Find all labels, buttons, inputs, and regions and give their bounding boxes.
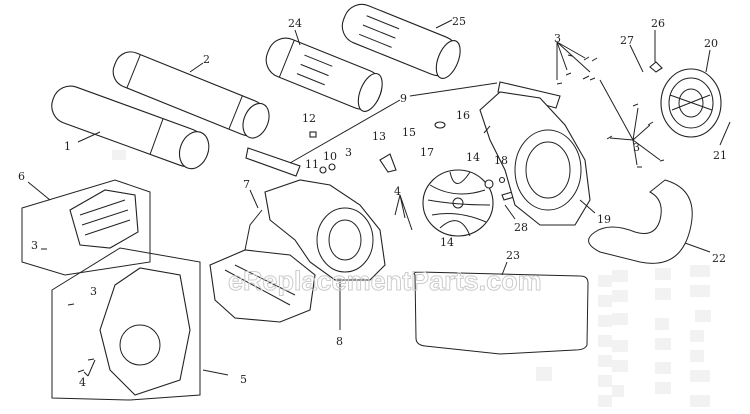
callout-labels: 1 2 24 25 12 9 3 10 11 7 6 3 3 4 5 8 13 … (18, 15, 727, 389)
callout-6: 6 (18, 170, 25, 183)
part-12-clip[interactable] (309, 131, 317, 138)
part-13-lever[interactable] (379, 153, 397, 173)
callout-3: 3 (345, 146, 352, 159)
callout-3-b: 3 (31, 239, 38, 252)
background-squares (112, 150, 711, 407)
part-6-cover[interactable] (69, 189, 139, 249)
callout-18: 18 (494, 154, 508, 167)
part-2-tube[interactable] (108, 47, 274, 142)
callout-1: 1 (64, 140, 71, 153)
callout-11: 11 (305, 158, 319, 171)
callout-15: 15 (402, 126, 416, 139)
screws-3[interactable] (41, 54, 665, 373)
callout-21: 21 (713, 149, 727, 162)
callout-2: 2 (203, 53, 210, 66)
part-15-switch[interactable] (434, 121, 446, 129)
part-8-engine-housing[interactable] (264, 179, 386, 281)
callout-23: 23 (506, 249, 520, 262)
callout-14: 14 (466, 151, 480, 164)
callout-19: 19 (597, 213, 611, 226)
callout-3-e: 3 (633, 141, 640, 154)
part-26-clip[interactable] (649, 61, 663, 73)
callout-12: 12 (302, 112, 316, 125)
callout-14-b: 14 (440, 236, 454, 249)
callout-7: 7 (243, 178, 250, 191)
callout-3-d: 3 (554, 32, 561, 45)
callout-20: 20 (704, 37, 718, 50)
part-11-ring[interactable] (319, 166, 327, 174)
callout-5: 5 (240, 373, 247, 386)
part-10-washer[interactable] (328, 163, 336, 171)
part-22-hose[interactable] (588, 179, 693, 264)
callout-8: 8 (336, 335, 343, 348)
part-20-intake-cover[interactable] (660, 68, 722, 138)
callout-17: 17 (420, 146, 434, 159)
group-box-6 (21, 179, 151, 276)
group-box-5 (51, 247, 201, 401)
callout-3-c: 3 (90, 285, 97, 298)
part-9-handle-grip[interactable] (245, 81, 561, 177)
callout-9: 9 (400, 92, 407, 105)
callout-27: 27 (620, 34, 634, 47)
part-18-nut[interactable] (498, 176, 506, 184)
callout-28: 28 (514, 221, 528, 234)
callout-25: 25 (452, 15, 466, 28)
part-24-nozzle[interactable] (261, 33, 387, 115)
part-25-nozzle[interactable] (337, 0, 465, 82)
callout-10: 10 (323, 150, 337, 163)
callout-16: 16 (456, 109, 470, 122)
part-23-gasket[interactable] (413, 271, 589, 355)
part-1-tube[interactable] (47, 81, 214, 173)
part-19-fan-housing[interactable] (479, 91, 591, 226)
part-14-washer[interactable] (484, 179, 494, 189)
callout-4: 4 (79, 376, 86, 389)
part-17-fan[interactable] (422, 169, 494, 237)
leader-lines (27, 19, 731, 377)
callout-13: 13 (372, 130, 386, 143)
engine-assembly[interactable] (209, 209, 316, 323)
callout-22: 22 (712, 252, 726, 265)
watermark: eReplacementParts.com (228, 266, 542, 296)
callout-24: 24 (288, 17, 302, 30)
callout-26: 26 (651, 17, 665, 30)
part-5-shroud[interactable] (99, 267, 191, 396)
callout-4-b: 4 (394, 185, 401, 198)
